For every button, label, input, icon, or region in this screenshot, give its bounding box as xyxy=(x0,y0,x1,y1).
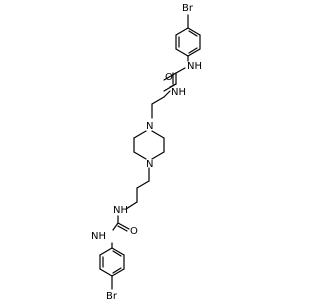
bond xyxy=(111,268,125,277)
bond xyxy=(125,201,138,210)
bond xyxy=(112,222,119,231)
lower-bromophenyl-ring xyxy=(99,242,125,290)
atom-label-nh-lower-2: NH xyxy=(91,231,106,242)
bond xyxy=(133,130,147,139)
bond xyxy=(133,151,147,160)
bond xyxy=(175,27,189,36)
piperazine-ring xyxy=(133,130,165,160)
upper-urea-chain xyxy=(151,67,186,119)
chemical-structure-diagram: Br NH O NH N N NH O NH Br xyxy=(91,3,202,300)
molecule-drawing: Br NH O NH N N NH O NH Br xyxy=(91,3,202,300)
bond xyxy=(151,151,165,160)
bond xyxy=(175,67,186,74)
bond xyxy=(175,48,189,57)
bond xyxy=(163,72,177,81)
bond xyxy=(117,222,130,230)
atom-label-nh-upper-1: NH xyxy=(187,61,202,72)
atom-label-o-upper: O xyxy=(165,72,173,83)
bond xyxy=(99,247,113,256)
bond xyxy=(187,48,201,57)
bond xyxy=(117,225,128,232)
upper-bromophenyl-ring xyxy=(175,14,201,62)
bond xyxy=(151,96,165,105)
atom-label-br-top: Br xyxy=(182,3,194,14)
atom-label-nh-upper-2: NH xyxy=(171,87,186,98)
atom-label-n-piperazine-top: N xyxy=(146,121,153,132)
bond xyxy=(163,90,171,98)
bond xyxy=(169,83,177,88)
bond xyxy=(151,130,165,139)
bond xyxy=(99,268,113,277)
bond xyxy=(188,30,198,37)
bond xyxy=(187,27,201,36)
bond xyxy=(136,180,150,189)
atom-label-n-piperazine-bottom: N xyxy=(146,159,153,170)
lower-urea-chain xyxy=(112,167,150,232)
bond xyxy=(112,267,122,274)
atom-label-nh-lower-1: NH xyxy=(113,205,128,216)
bond xyxy=(188,47,198,54)
bond xyxy=(112,250,122,257)
atom-label-br-bottom: Br xyxy=(106,291,118,300)
atom-label-o-lower: O xyxy=(130,226,138,237)
bond xyxy=(111,247,125,256)
